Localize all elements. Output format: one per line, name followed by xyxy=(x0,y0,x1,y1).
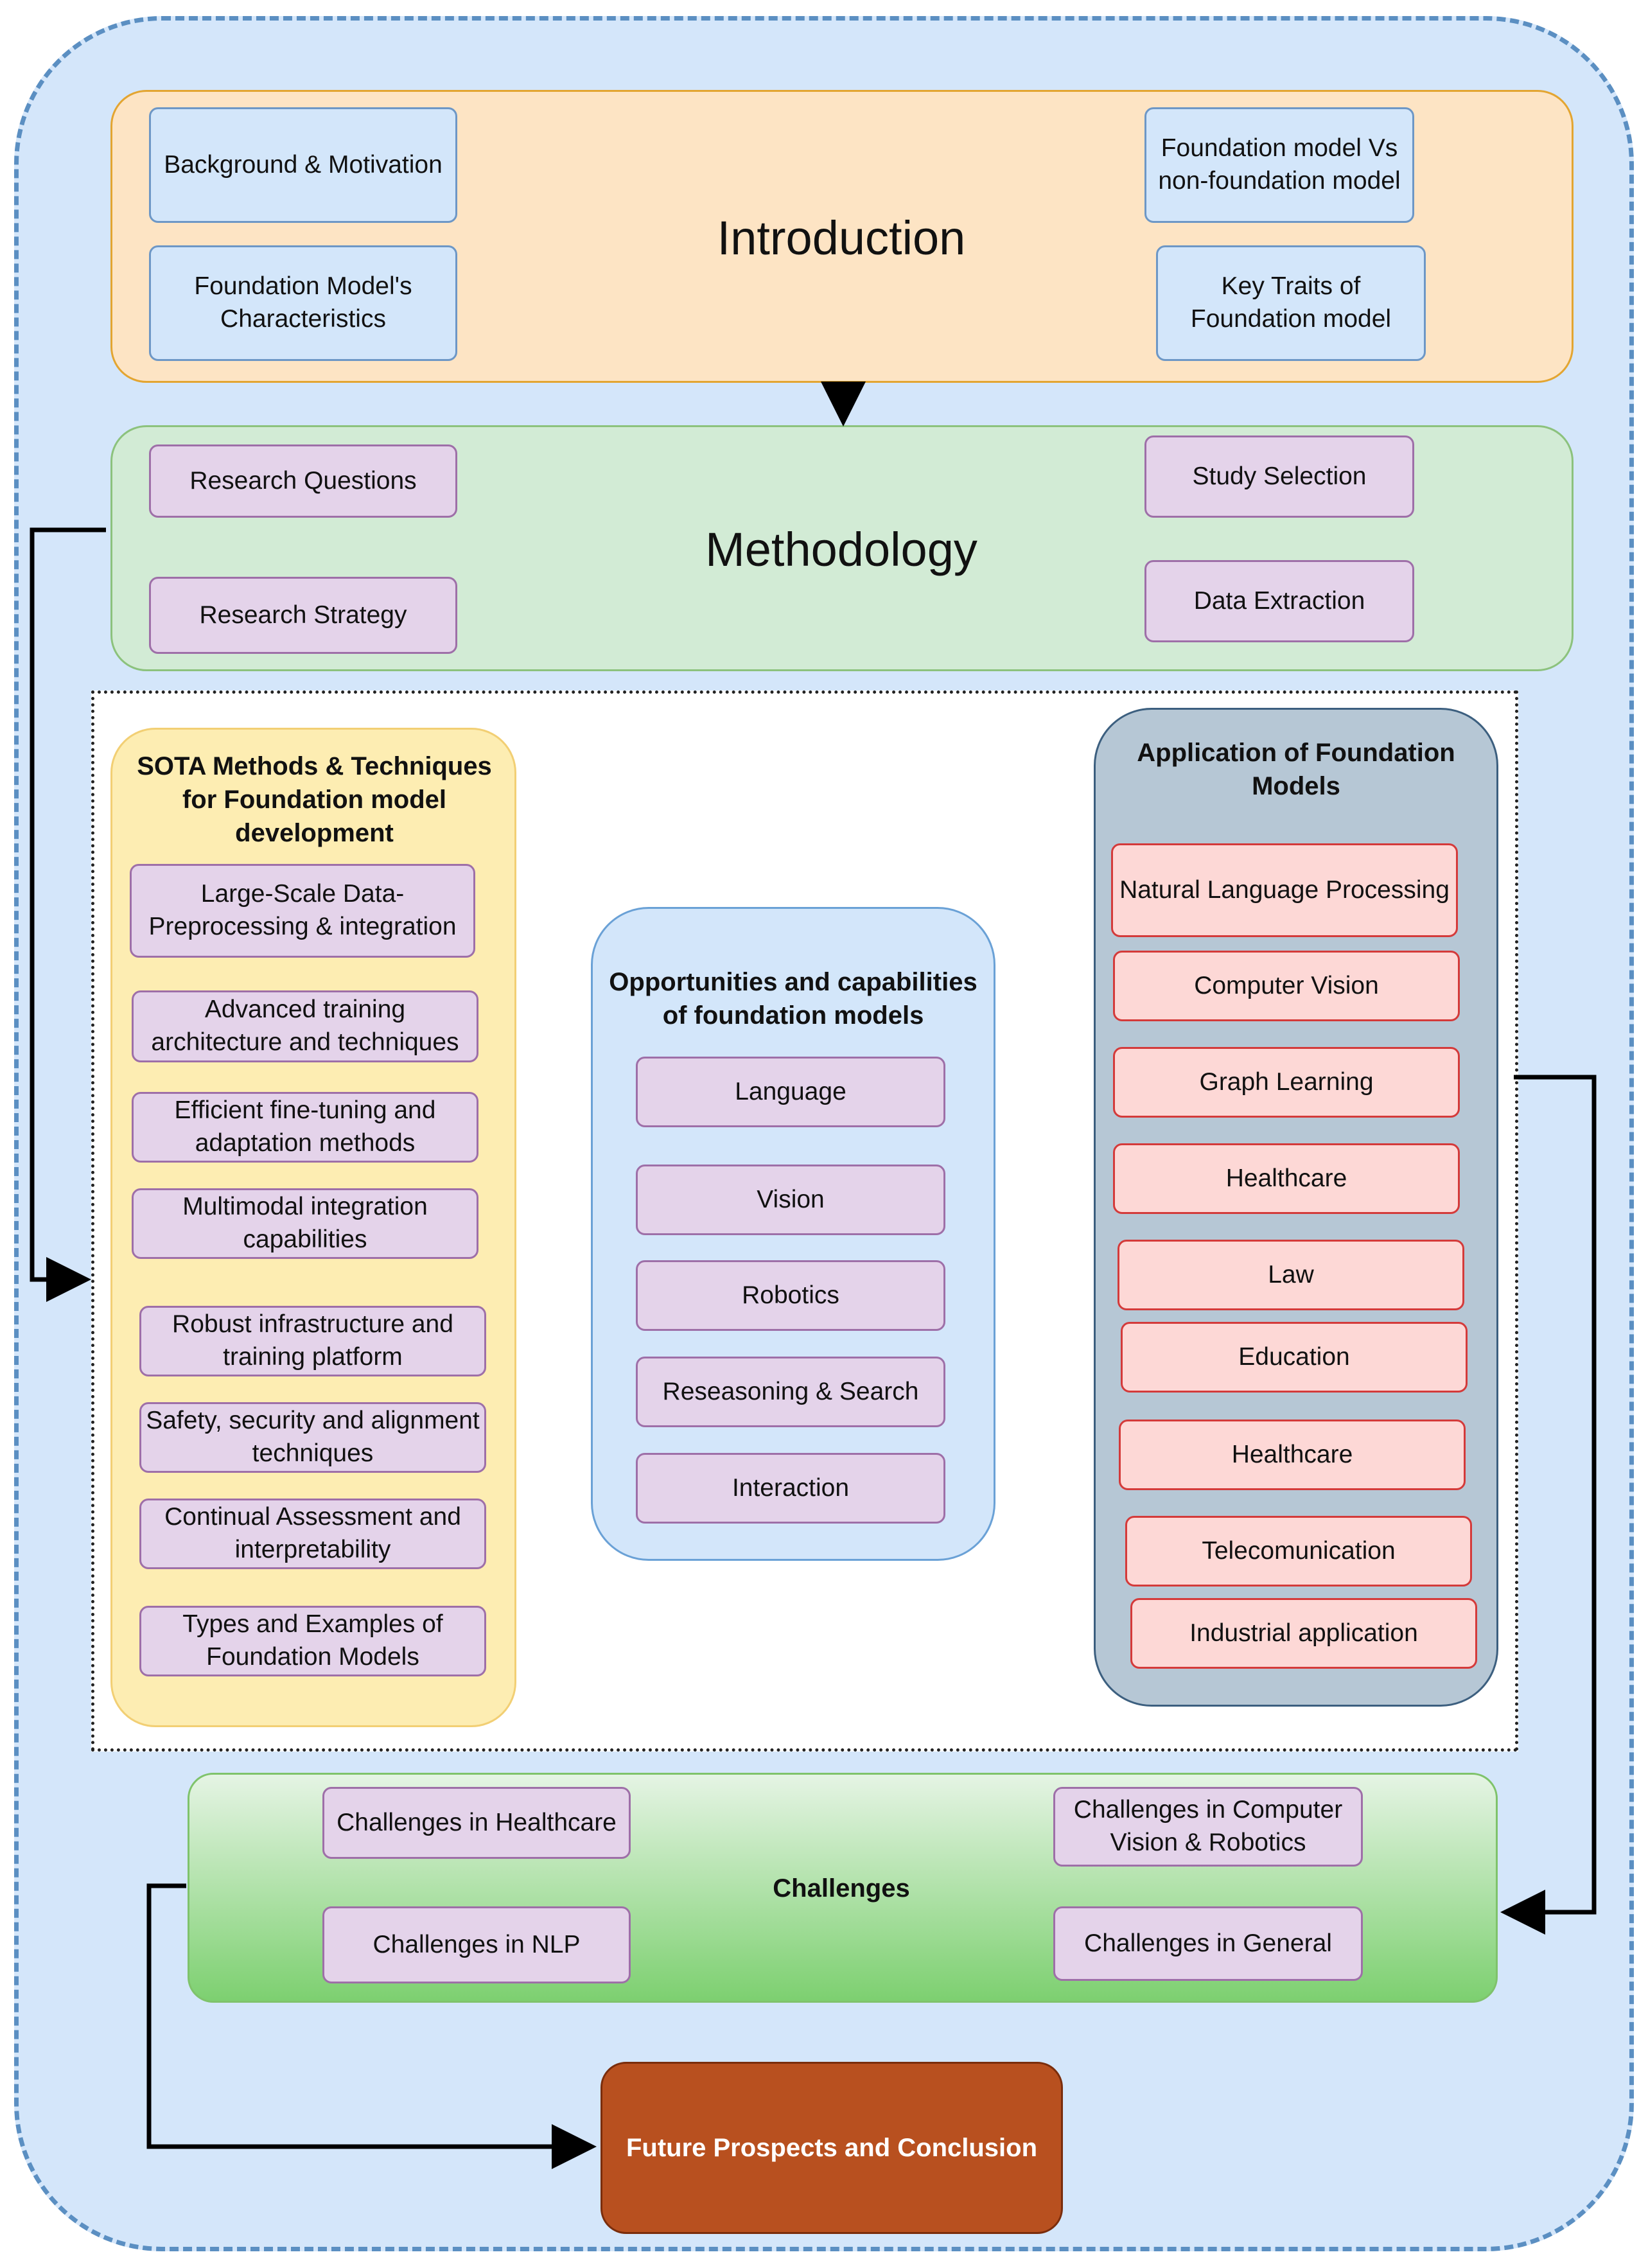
opp-item-language[interactable]: Language xyxy=(636,1057,945,1127)
challenge-healthcare[interactable]: Challenges in Healthcare xyxy=(322,1787,631,1859)
sota-title: SOTA Methods & Techniques for Foundation… xyxy=(137,752,492,847)
sota-item-fine-tuning[interactable]: Efficient fine-tuning and adaptation met… xyxy=(132,1092,478,1163)
app-item-telecommunication[interactable]: Telecomunication xyxy=(1125,1516,1472,1587)
sota-item-training-architecture[interactable]: Advanced training architecture and techn… xyxy=(132,990,478,1062)
challenge-vision-robotics[interactable]: Challenges in Computer Vision & Robotics xyxy=(1053,1787,1363,1867)
sota-item-assessment[interactable]: Continual Assessment and interpretabilit… xyxy=(139,1499,486,1569)
opportunities-title: Opportunities and capabilities of founda… xyxy=(609,968,977,1030)
method-data-extraction[interactable]: Data Extraction xyxy=(1144,560,1414,642)
intro-background-motivation[interactable]: Background & Motivation xyxy=(149,107,457,223)
app-item-industrial[interactable]: Industrial application xyxy=(1130,1598,1477,1669)
app-item-nlp[interactable]: Natural Language Processing xyxy=(1111,843,1458,937)
method-research-questions[interactable]: Research Questions xyxy=(149,444,457,518)
opp-item-reasoning-search[interactable]: Reseasoning & Search xyxy=(636,1357,945,1427)
future-prospects-box[interactable]: Future Prospects and Conclusion xyxy=(600,2062,1063,2234)
intro-model-characteristics[interactable]: Foundation Model's Characteristics xyxy=(149,245,457,361)
challenges-title: Challenges xyxy=(773,1874,910,1903)
app-item-graph-learning[interactable]: Graph Learning xyxy=(1113,1047,1460,1118)
sota-item-multimodal[interactable]: Multimodal integration capabilities xyxy=(132,1188,478,1259)
sota-item-infrastructure[interactable]: Robust infrastructure and training platf… xyxy=(139,1306,486,1376)
app-item-education[interactable]: Education xyxy=(1121,1322,1468,1393)
opp-item-interaction[interactable]: Interaction xyxy=(636,1453,945,1524)
intro-foundation-vs-non[interactable]: Foundation model Vs non-foundation model xyxy=(1144,107,1414,223)
sota-item-data-preprocessing[interactable]: Large-Scale Data-Preprocessing & integra… xyxy=(130,864,475,958)
methodology-title: Methodology xyxy=(705,522,977,576)
intro-key-traits[interactable]: Key Traits of Foundation model xyxy=(1156,245,1426,361)
applications-title: Application of Foundation Models xyxy=(1137,738,1455,800)
app-item-healthcare[interactable]: Healthcare xyxy=(1113,1143,1460,1214)
challenge-nlp[interactable]: Challenges in NLP xyxy=(322,1906,631,1983)
arrow-challenges-to-future xyxy=(146,1883,597,2169)
challenge-general[interactable]: Challenges in General xyxy=(1053,1906,1363,1981)
opp-item-vision[interactable]: Vision xyxy=(636,1165,945,1235)
app-item-computer-vision[interactable]: Computer Vision xyxy=(1113,951,1460,1021)
sota-item-model-types[interactable]: Types and Examples of Foundation Models xyxy=(139,1606,486,1676)
method-research-strategy[interactable]: Research Strategy xyxy=(149,577,457,654)
arrow-applications-to-challenges xyxy=(1500,1075,1597,1935)
arrow-methodology-to-core xyxy=(30,527,106,1302)
app-item-law[interactable]: Law xyxy=(1118,1240,1464,1310)
method-study-selection[interactable]: Study Selection xyxy=(1144,435,1414,518)
app-item-healthcare-2[interactable]: Healthcare xyxy=(1119,1420,1466,1490)
introduction-title: Introduction xyxy=(717,211,966,265)
sota-item-safety[interactable]: Safety, security and alignment technique… xyxy=(139,1402,486,1473)
opp-item-robotics[interactable]: Robotics xyxy=(636,1260,945,1331)
